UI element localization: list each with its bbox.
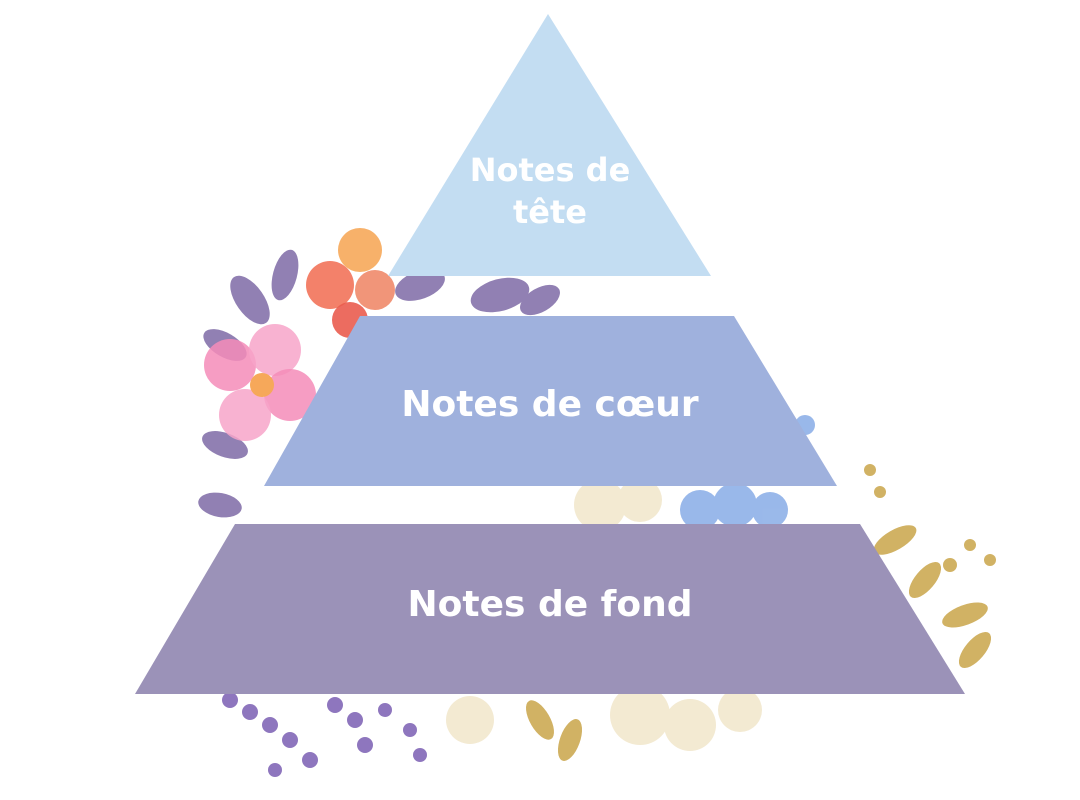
heart-notes-label: Notes de cœur bbox=[401, 384, 699, 425]
top-notes-label: Notes de tête bbox=[469, 151, 631, 231]
flower-icon bbox=[204, 324, 316, 441]
pyramid-tier-top bbox=[388, 14, 711, 276]
floral-decoration bbox=[198, 228, 996, 777]
lavender-icon bbox=[222, 692, 427, 777]
base-notes-label: Notes de fond bbox=[407, 584, 693, 625]
pyramid-tier-middle bbox=[264, 316, 837, 486]
flower-icon bbox=[446, 478, 762, 751]
leaf-icon bbox=[526, 464, 996, 761]
flower-icon bbox=[680, 415, 815, 530]
pyramid-tier-bottom bbox=[135, 524, 965, 694]
flower-icon bbox=[306, 228, 395, 338]
